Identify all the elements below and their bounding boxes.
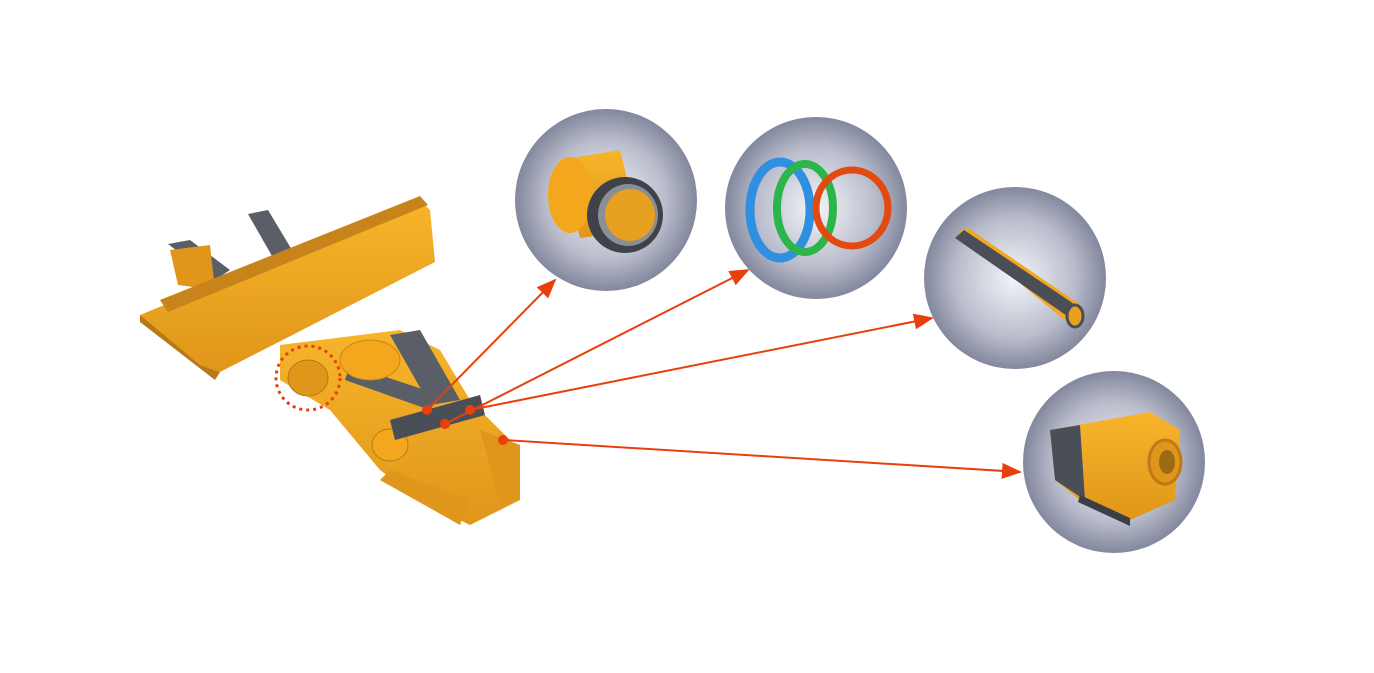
track-shoe-assembly: [140, 196, 520, 525]
seal-rings-icon: [725, 117, 907, 299]
pin-icon: [924, 187, 1106, 369]
callout-dot: [440, 419, 450, 429]
arrow-bushing: [426, 278, 557, 411]
callout-dot: [422, 405, 432, 415]
track-link-icon: [1023, 371, 1205, 553]
callout-dot: [465, 405, 475, 415]
arrow-seals: [444, 269, 750, 425]
bushing-icon: [515, 109, 697, 291]
arrow-link: [502, 439, 1022, 479]
arrow-pin: [469, 313, 934, 411]
callout-dot: [498, 435, 508, 445]
callout-arrows: [426, 269, 1022, 479]
highlight-circle: [274, 344, 342, 412]
